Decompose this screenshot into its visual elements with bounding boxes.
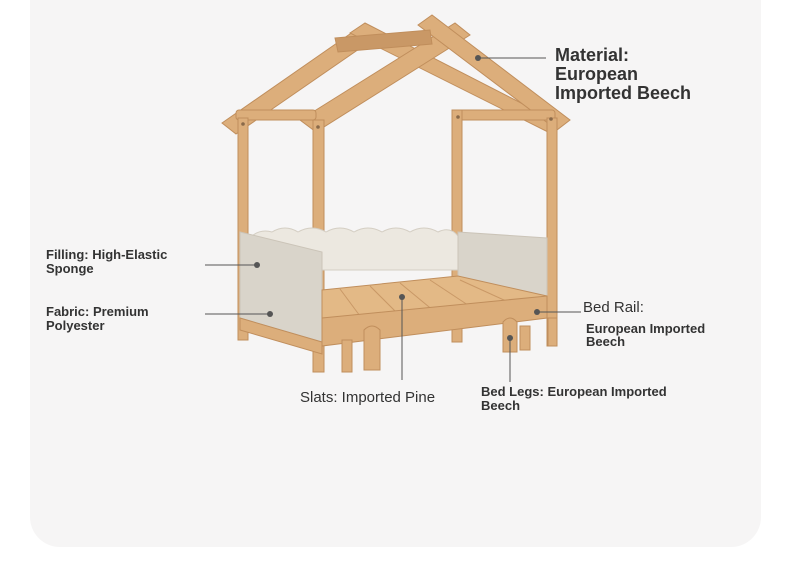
roof-frame	[221, 14, 571, 135]
material-line2: Imported Beech	[555, 82, 692, 103]
bed-rail-line2: Beech	[586, 334, 626, 350]
bed-rail-label: Bed Rail: European Imported Beech	[583, 300, 705, 349]
fabric-line2: Polyester	[46, 317, 105, 333]
material-dot	[475, 55, 481, 61]
bed-legs-line1: Bed Legs: European Imported	[481, 384, 667, 399]
bed-rail-dot	[534, 309, 540, 315]
filling-line1: Filling: High-Elastic	[46, 247, 168, 262]
bed-legs-line2: Beech	[481, 397, 521, 413]
slats-label: Slats: Imported Pine	[300, 389, 436, 406]
background-card	[30, 0, 761, 547]
bed-legs-dot	[507, 335, 513, 341]
bed-legs	[341, 317, 558, 373]
fabric-dot	[267, 311, 273, 317]
filling-dot	[254, 262, 260, 268]
filling-line2: Sponge	[46, 260, 94, 276]
material-line1: European	[555, 63, 639, 84]
material-label: Material: European Imported Beech	[555, 46, 691, 103]
bed-legs-label: Bed Legs: European Imported Beech	[481, 385, 667, 412]
bed-rail-line1: European Imported	[586, 320, 706, 336]
side-rail	[239, 317, 323, 355]
fabric-label: Fabric: Premium Polyester	[46, 305, 149, 332]
slats-dot	[399, 294, 405, 300]
bed-rail-title: Bed Rail:	[583, 299, 644, 316]
material-title: Material:	[555, 45, 630, 65]
fabric-line1: Fabric: Premium	[46, 304, 149, 319]
filling-label: Filling: High-Elastic Sponge	[46, 248, 167, 275]
